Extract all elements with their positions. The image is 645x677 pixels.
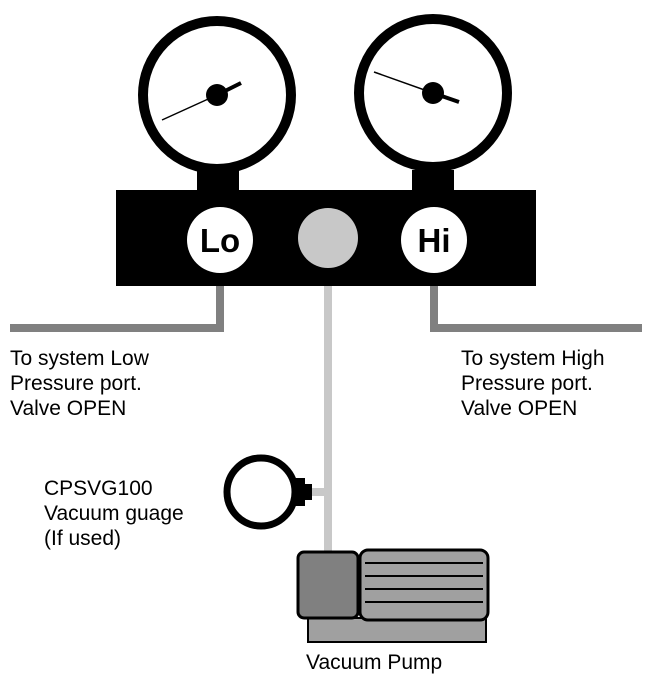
caption-line: Vacuum guage (44, 502, 184, 525)
caption-line: CPSVG100 (44, 477, 153, 500)
vacuum-gauge-fitting (292, 478, 305, 506)
high-side-caption: To system High Pressure port. Valve OPEN (461, 346, 605, 421)
low-port (187, 207, 253, 273)
high-side-hose (430, 280, 642, 332)
vacuum-gauge-connector (303, 484, 312, 500)
low-gauge-hub (206, 84, 228, 106)
low-port-label: Lo (200, 222, 240, 259)
vacuum-gauge (223, 454, 312, 530)
caption-line: To system Low (10, 347, 149, 370)
high-port-label: Hi (418, 222, 451, 259)
low-pressure-gauge (138, 16, 296, 174)
high-gauge-hub (422, 82, 444, 104)
caption-line: To system High (461, 347, 605, 370)
caption-line: Pressure port. (461, 372, 593, 395)
center-port (298, 208, 358, 268)
caption-line: Valve OPEN (10, 397, 127, 420)
vacuum-pump (296, 548, 490, 643)
caption-line: Valve OPEN (461, 397, 578, 420)
high-port (401, 207, 467, 273)
caption-line: (If used) (44, 527, 122, 550)
vacuum-pump-caption: Vacuum Pump (306, 650, 442, 675)
vacuum-pump-motor (358, 548, 490, 622)
low-side-hose (10, 280, 224, 332)
vacuum-gauge-caption: CPSVG100 Vacuum guage (If used) (44, 476, 184, 551)
high-pressure-gauge (354, 14, 512, 172)
vacuum-pump-head (296, 550, 360, 620)
low-side-caption: To system Low Pressure port. Valve OPEN (10, 346, 149, 421)
vacuum-pump-base (307, 617, 487, 643)
caption-line: Vacuum Pump (306, 651, 443, 674)
vacuum-gauge-face (223, 454, 299, 530)
caption-line: Pressure port. (10, 372, 142, 395)
